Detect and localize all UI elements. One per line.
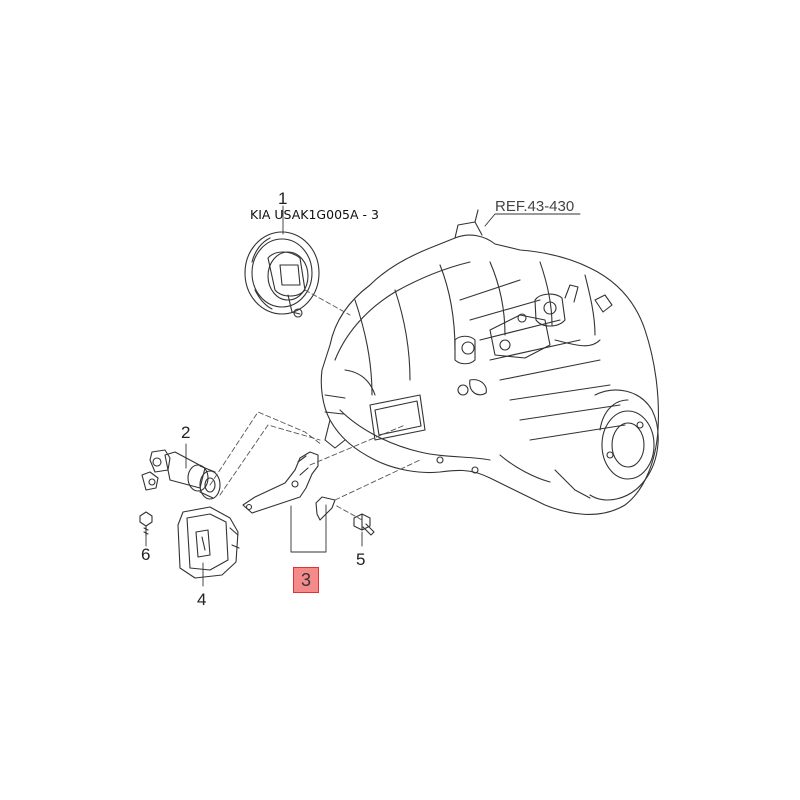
callout-4[interactable]: 4 bbox=[197, 590, 207, 609]
part-2-release-cylinder bbox=[141, 449, 221, 500]
part-1-release-bearing bbox=[244, 231, 320, 318]
callout-6[interactable]: 6 bbox=[141, 545, 151, 564]
part-6-bolt bbox=[139, 511, 153, 537]
part-5-bolt bbox=[353, 513, 375, 536]
part-4-dust-boot bbox=[177, 506, 240, 579]
assembly-lines bbox=[209, 289, 421, 521]
callout-3-label: 3 bbox=[300, 569, 311, 590]
reference-label: REF.43-430 bbox=[495, 198, 575, 215]
callout-3-highlighted[interactable]: 3 bbox=[293, 567, 319, 593]
document-code: KIA USAK1G005A - 3 bbox=[250, 207, 379, 222]
part-3-release-fork bbox=[242, 451, 336, 521]
leader-lines bbox=[145, 205, 581, 587]
callout-2[interactable]: 2 bbox=[181, 423, 191, 442]
callout-1[interactable]: 1 bbox=[278, 189, 288, 208]
transmission-housing bbox=[320, 209, 659, 515]
callout-5[interactable]: 5 bbox=[356, 550, 366, 569]
